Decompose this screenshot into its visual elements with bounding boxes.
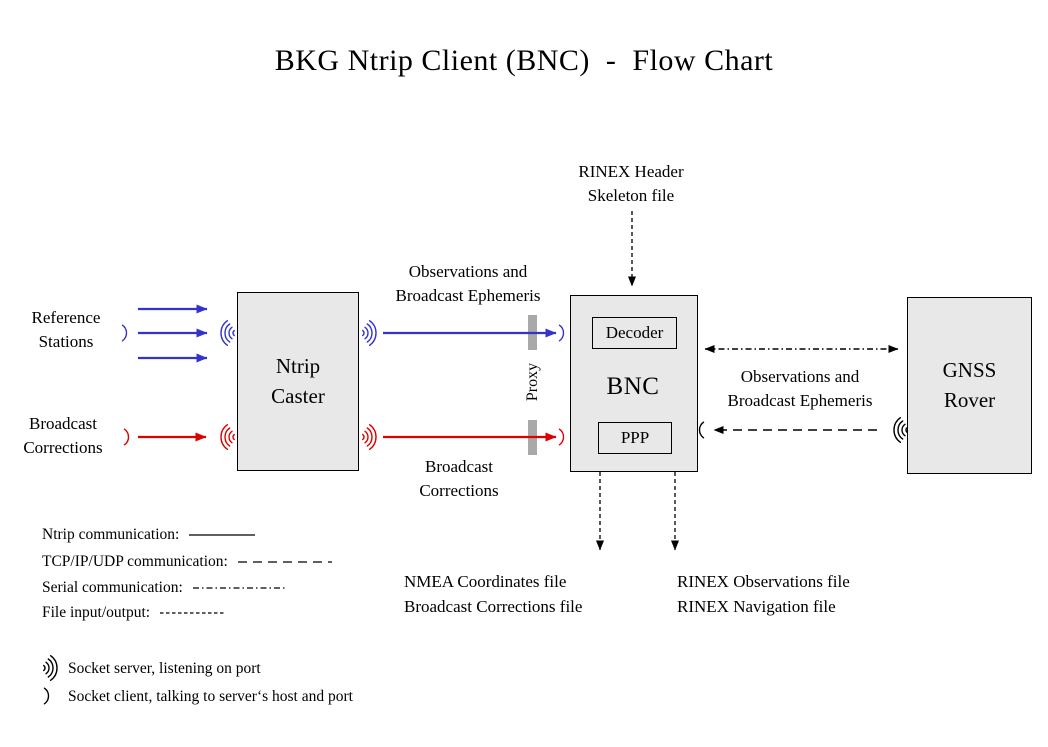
rinex-header-skeleton-label: RINEX Header Skeleton file <box>578 162 684 205</box>
socket-server-legend-icon <box>43 655 58 681</box>
legend-label-fileio: File input/output: <box>42 604 151 621</box>
socket-server-icon <box>220 424 235 450</box>
legend-label-tcp: TCP/IP/UDP communication: <box>42 553 228 570</box>
legend-item-ntrip: Ntrip communication: <box>42 524 256 546</box>
rinex-output-files-label: RINEX Observations file RINEX Navigation… <box>677 572 850 616</box>
socket-client-legend-icon <box>43 687 50 705</box>
observations-ephemeris-right-label: Observations and Broadcast Ephemeris <box>727 367 873 410</box>
socket-server-icon <box>362 320 377 346</box>
gnss-rover-box: GNSS Rover <box>907 297 1032 474</box>
socket-client-icon <box>558 324 565 342</box>
legend-label-ntrip: Ntrip communication: <box>42 526 180 543</box>
ntrip-caster-box: Ntrip Caster <box>237 292 359 471</box>
ppp-label: PPP <box>620 428 650 447</box>
legend-item-fileio: File input/output: <box>42 602 227 624</box>
legend-line-dashed <box>237 561 332 563</box>
decoder-box: Decoder <box>592 317 677 349</box>
socket-server-legend-label: Socket server, listening on port <box>68 660 261 677</box>
socket-server-icon <box>362 424 377 450</box>
page-title: BKG Ntrip Client (BNC) - Flow Chart <box>274 44 774 77</box>
legend-item-serial: Serial communication: <box>42 577 287 599</box>
socket-client-icon <box>558 428 565 446</box>
socket-client-icon <box>123 428 130 446</box>
observations-ephemeris-mid-label: Observations and Broadcast Ephemeris <box>395 262 541 305</box>
socket-server-icon <box>220 320 235 346</box>
proxy-label: Proxy <box>524 362 541 402</box>
ppp-box: PPP <box>598 422 672 454</box>
ntrip-caster-label: Ntrip Caster <box>271 354 325 408</box>
legend-item-tcp: TCP/IP/UDP communication: <box>42 551 332 573</box>
legend-label-serial: Serial communication: <box>42 579 183 596</box>
bnc-label: BNC <box>606 373 660 400</box>
legend-line-solid <box>189 534 256 536</box>
nmea-output-files-label: NMEA Coordinates file Broadcast Correcti… <box>404 572 583 616</box>
reference-stations-label: Reference Stations <box>31 308 101 351</box>
legend-line-dashdot <box>192 587 287 589</box>
broadcast-corrections-left-label: Broadcast Corrections <box>23 414 103 457</box>
broadcast-corrections-mid-label: Broadcast Corrections <box>419 457 499 500</box>
legend-line-finedash <box>160 612 227 614</box>
socket-client-icon <box>698 421 705 439</box>
socket-client-legend-label: Socket client, talking to server‘s host … <box>68 688 353 705</box>
gnss-rover-label: GNSS Rover <box>942 358 997 412</box>
decoder-label: Decoder <box>605 323 664 342</box>
socket-server-icon <box>893 417 908 443</box>
